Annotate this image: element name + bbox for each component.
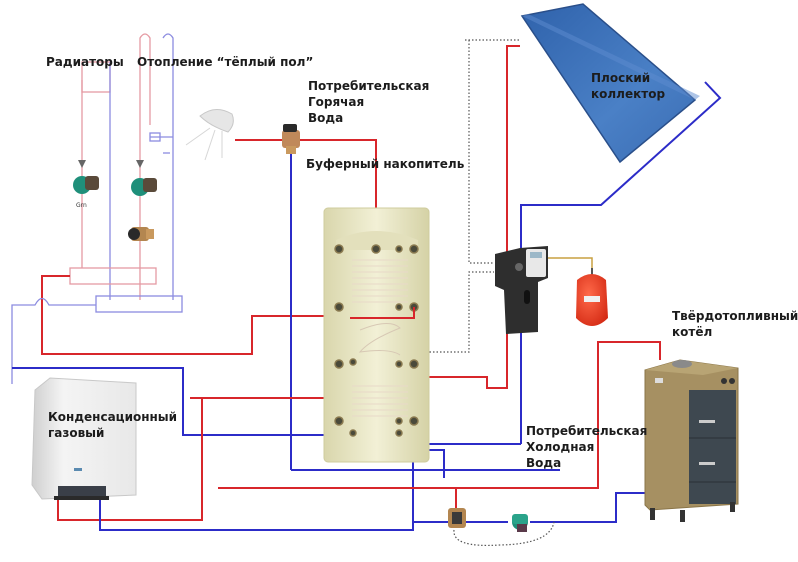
pipe-crossover xyxy=(11,297,96,384)
label-solid-fuel-boiler-line2: котёл xyxy=(672,325,713,339)
label-cold-water: Потребительская Холодная Вода xyxy=(526,423,647,471)
label-solid-fuel-boiler: Твёрдотопливный котёл xyxy=(672,308,798,340)
label-hot-water-line1: Потребительская xyxy=(308,79,430,93)
expansion-tank xyxy=(576,268,608,326)
label-gas-boiler: Конденсационный газовый xyxy=(48,409,177,441)
svg-text:Grn: Grn xyxy=(76,202,87,209)
solid-fuel-boiler xyxy=(644,359,739,522)
buffer-tank xyxy=(323,207,430,463)
label-hot-water-line3: Вода xyxy=(308,111,344,125)
floor-heating-pump xyxy=(131,160,157,196)
label-cold-water-line1: Потребительская xyxy=(526,424,648,438)
label-solid-fuel-boiler-line1: Твёрдотопливный xyxy=(672,309,798,323)
label-gas-boiler-line2: газовый xyxy=(48,426,105,440)
label-flat-collector-line2: коллектор xyxy=(591,87,666,101)
label-radiators: Радиаторы xyxy=(46,55,124,69)
label-gas-boiler-line1: Конденсационный xyxy=(48,410,178,424)
label-cold-water-line3: Вода xyxy=(526,456,562,470)
gas-boiler xyxy=(31,377,137,500)
label-hot-water: Потребительская Горячая Вода xyxy=(308,78,429,126)
floor-mixing-valve xyxy=(128,227,154,241)
shower-head-icon xyxy=(185,109,234,161)
hot-water-mixing-valve xyxy=(282,124,300,154)
boiler-mixing-valve xyxy=(448,508,466,528)
manifold-supply xyxy=(69,267,157,285)
label-hot-water-line2: Горячая xyxy=(308,95,365,109)
boiler-circulation-pump xyxy=(512,514,528,532)
label-cold-water-line2: Холодная xyxy=(526,440,595,454)
solar-pump-station xyxy=(495,246,548,334)
label-flat-collector: Плоский коллектор xyxy=(591,70,665,102)
label-buffer-tank: Буферный накопитель xyxy=(306,157,465,171)
label-floor-heating: Отопление “тёплый пол” xyxy=(137,55,314,69)
manifold-return xyxy=(95,295,183,313)
flat-collector xyxy=(520,3,700,164)
floor-heating-loop xyxy=(139,33,151,300)
label-flat-collector-line1: Плоский xyxy=(591,71,651,85)
radiator-circuit xyxy=(69,33,183,313)
valve-symbol xyxy=(149,132,161,142)
radiator-pump: Grn xyxy=(73,160,99,209)
